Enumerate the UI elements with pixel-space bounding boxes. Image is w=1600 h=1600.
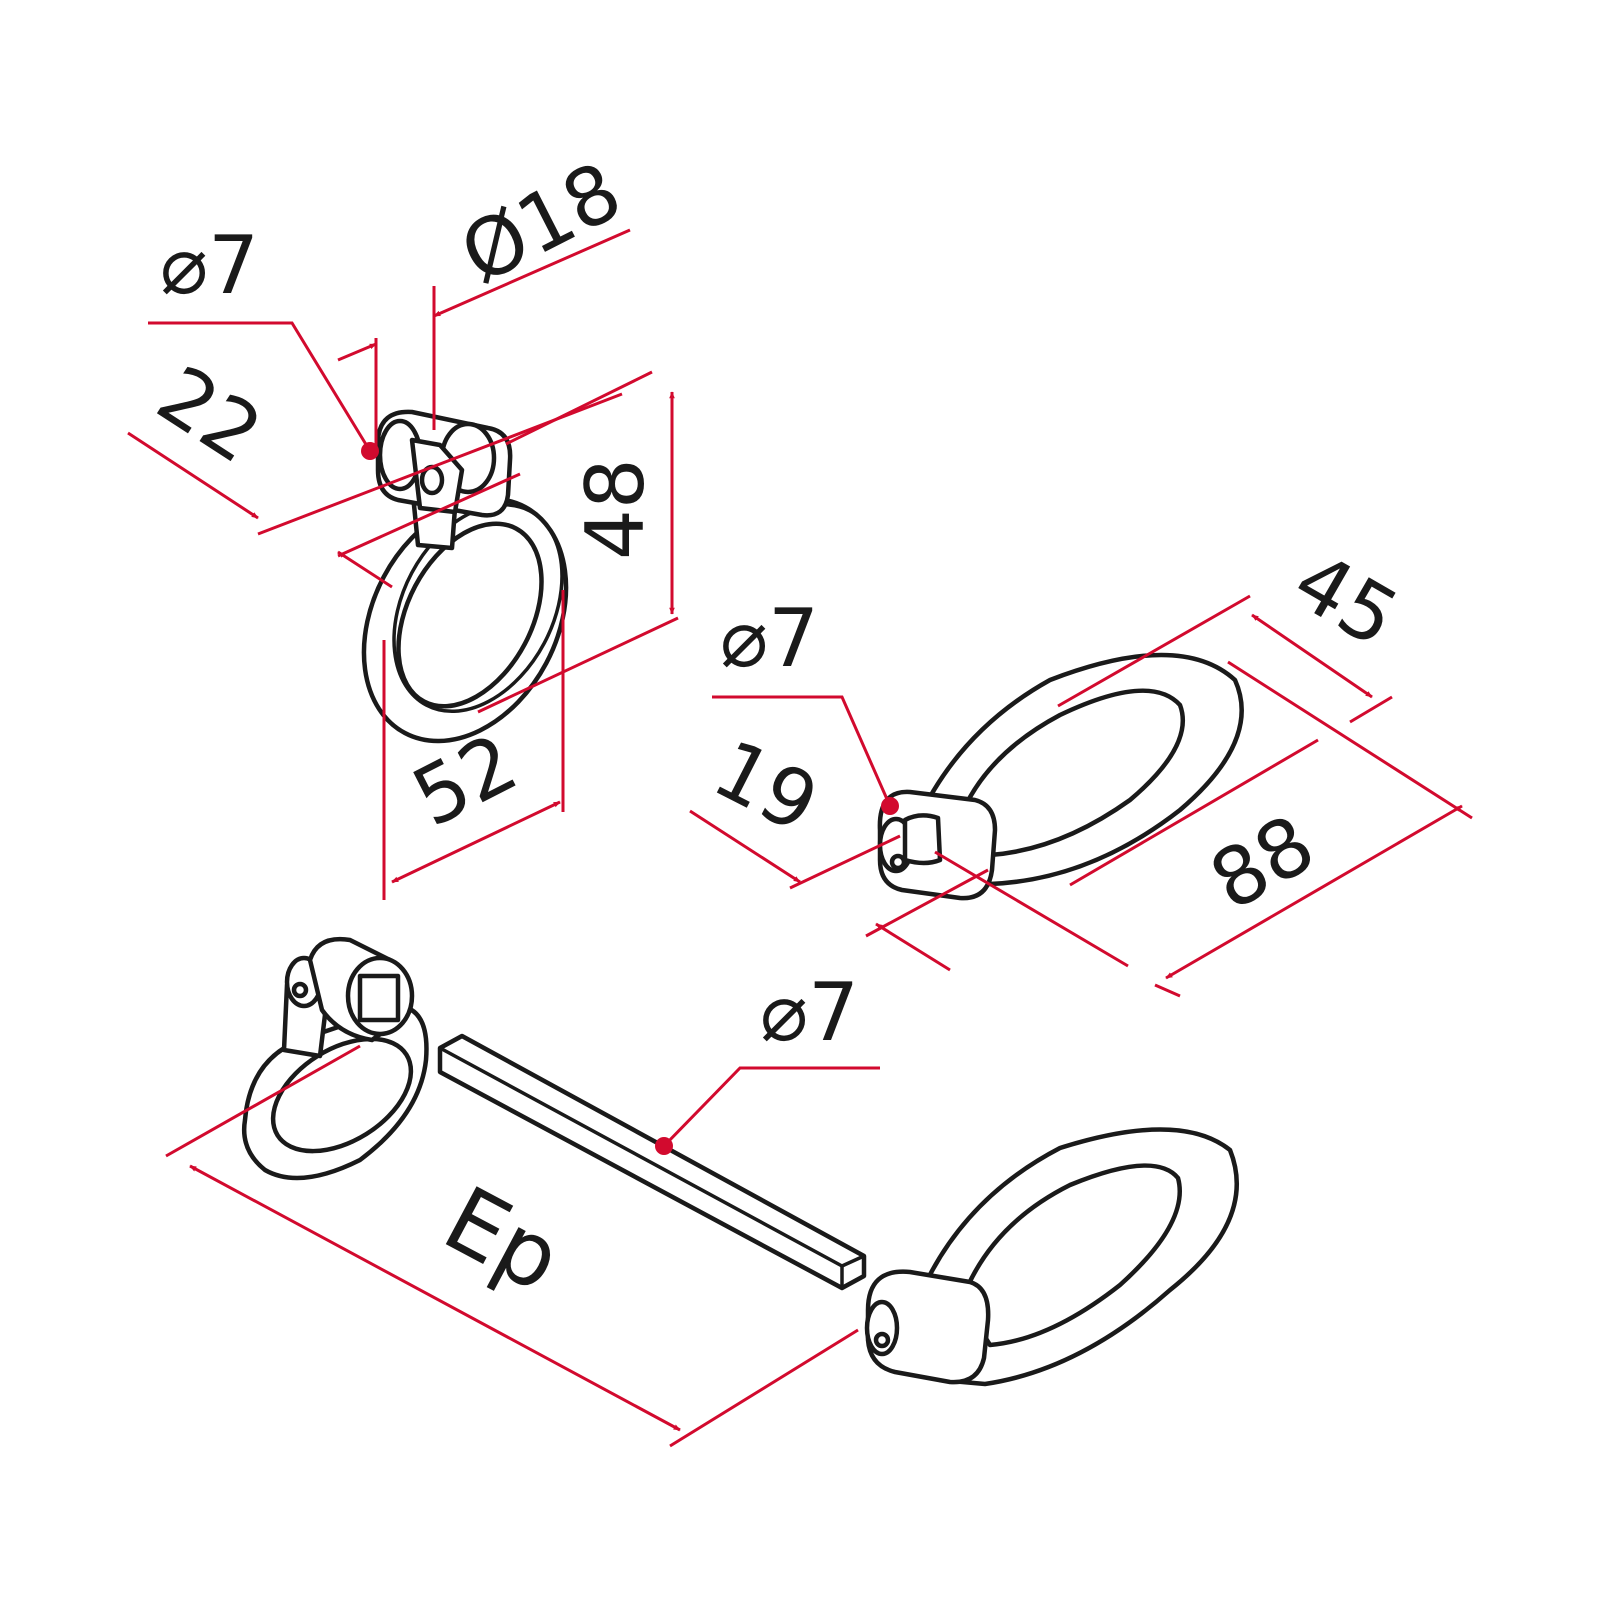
ring-length-label: 88 [1195, 797, 1330, 928]
crank-22-arrow-2 [337, 550, 393, 589]
assembly-crank-arm-pin [291, 981, 309, 999]
assembly-dimensions [165, 1044, 880, 1448]
crank-depth-label: 22 [142, 348, 278, 481]
ring-88-tick [1154, 983, 1181, 998]
crank-d18-arrow-2 [433, 228, 631, 318]
ring-88-ext-1 [934, 850, 1129, 968]
crank-48-ext-2 [477, 616, 679, 714]
ring-square-leader [712, 695, 892, 807]
assembly-crank-socket-square [357, 973, 401, 1023]
crank-22-arrow-1 [127, 431, 259, 520]
ring-45-ext-1 [1057, 594, 1251, 708]
assembly-square-bar-edge-2 [840, 1254, 866, 1268]
crank-diameter-label: Ø18 [446, 144, 635, 302]
crank-ring-bevel [392, 502, 564, 714]
assembly-square-leader-dot [655, 1137, 673, 1155]
assembly-ep-ext-1 [165, 1044, 361, 1158]
assembly-ep-ext-2 [669, 1328, 859, 1448]
assembly-ring-hub-pin [873, 1331, 891, 1349]
crank-dimensions [127, 228, 679, 900]
crank-52-dim-line [391, 800, 561, 884]
ring-45-tick [1349, 695, 1393, 724]
ring-88-ext-2 [1227, 660, 1473, 820]
ring-hub-pin [889, 853, 907, 871]
crank-d18-arrow-1 [337, 342, 377, 362]
crank-height-label: 48 [569, 458, 662, 560]
ring-square-label: ⌀7 [720, 592, 819, 685]
assembly-part [241, 936, 1239, 1387]
assembly-ring-hub [865, 1269, 991, 1385]
ring-19-arrow-2 [875, 922, 951, 972]
ring-19-ext-2 [865, 868, 989, 938]
crank-22-ext-2 [337, 472, 521, 558]
ring-hub-socket [902, 813, 943, 866]
ring-depth-label: 19 [699, 722, 832, 851]
assembly-square-bar-edge-1 [438, 1046, 844, 1268]
ring-19-arrow-1 [689, 809, 801, 884]
ring-19-ext-1 [789, 834, 901, 890]
crank-square-leader [148, 321, 372, 452]
assembly-ring-inner [959, 1163, 1182, 1348]
crank-square-label: ⌀7 [160, 219, 259, 312]
assembly-offset-label: Ep [428, 1167, 578, 1313]
assembly-square-leader [662, 1066, 880, 1148]
ring-45-dim-line [1251, 613, 1373, 699]
assembly-ep-dim-line [189, 1164, 681, 1432]
ring-square-leader-dot [881, 797, 899, 815]
assembly-square-label: ⌀7 [760, 966, 859, 1059]
ring-handle-part [877, 652, 1244, 901]
ring-88-dim-line [1165, 804, 1463, 980]
ring-inner [957, 688, 1186, 858]
ring-dimensions [689, 594, 1473, 998]
crank-ring-inner [396, 521, 544, 709]
crank-48-ext-1 [505, 370, 653, 446]
